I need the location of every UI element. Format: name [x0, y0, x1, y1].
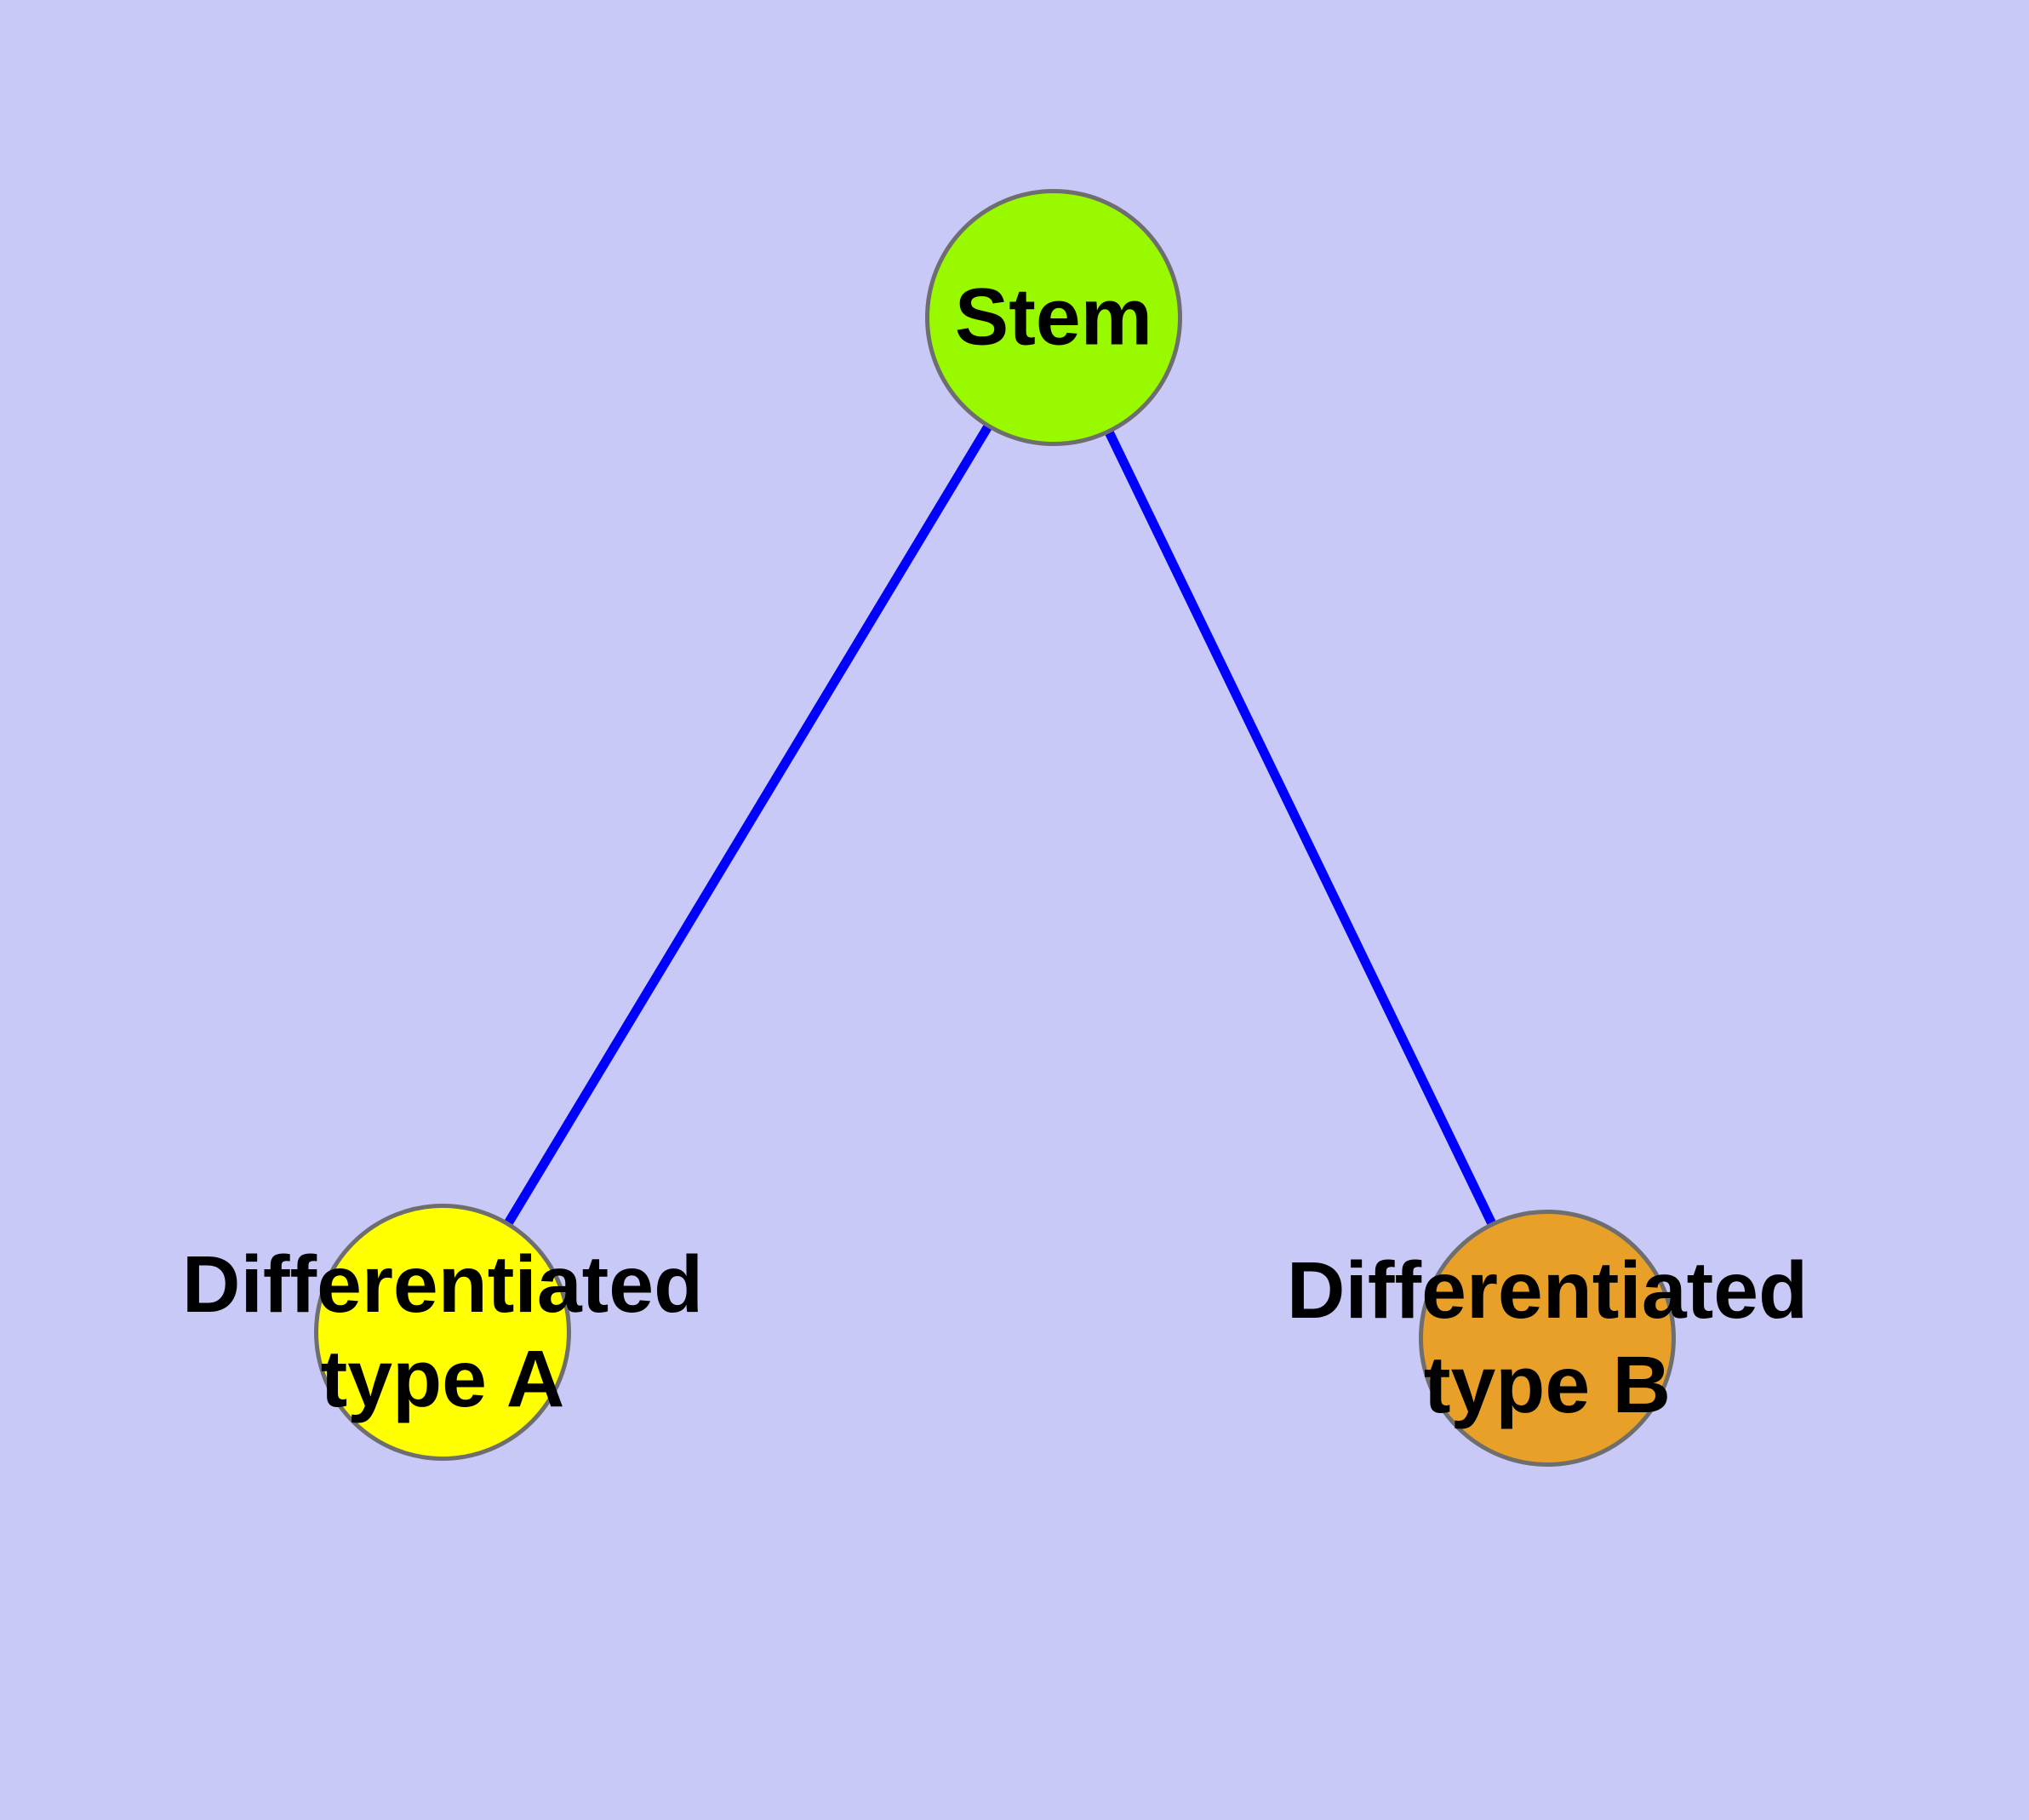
node-stem-circle — [925, 189, 1182, 446]
edge-stem-to-type-b — [1049, 315, 1552, 1341]
node-differentiated-type-a-circle — [314, 1204, 571, 1461]
node-differentiated-type-b-circle — [1419, 1210, 1676, 1467]
edge-stem-to-type-a — [438, 315, 1058, 1335]
